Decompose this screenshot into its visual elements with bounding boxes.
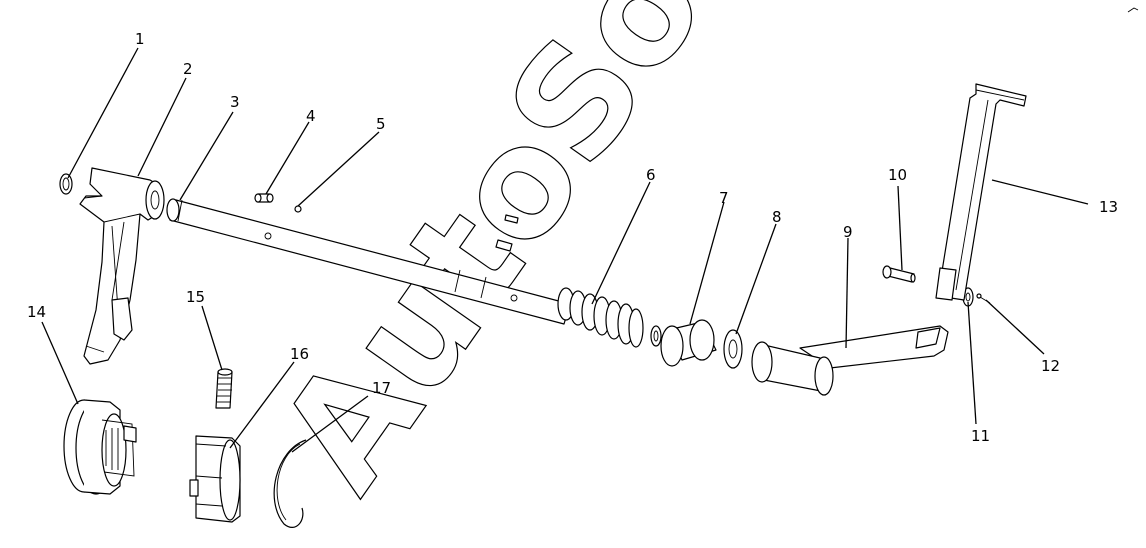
part-14-gear-hub: [63, 399, 137, 495]
small-ring: [650, 325, 662, 347]
callout-2: 2: [183, 60, 193, 78]
callout-14: 14: [27, 303, 46, 321]
callout-11: 11: [971, 427, 990, 445]
callout-7: 7: [719, 189, 729, 207]
leader-lines: [41, 47, 1089, 453]
callout-labels: 1 2 3 4 5 6 7 8 9 10 11 12 13 14 15 16 1…: [27, 30, 1118, 445]
part-16-synchro-sleeve: [189, 435, 241, 523]
callout-1: 1: [135, 30, 145, 48]
small-pins: [495, 214, 519, 252]
callout-3: 3: [230, 93, 240, 111]
part-3-shaft: [166, 198, 571, 325]
part-2-shift-fork: [79, 167, 165, 365]
part-5-ball: [294, 205, 302, 213]
callout-16: 16: [290, 345, 309, 363]
callout-17: 17: [372, 379, 391, 397]
callout-8: 8: [772, 208, 782, 226]
callout-9: 9: [843, 223, 853, 241]
callout-12: 12: [1041, 357, 1060, 375]
callout-4: 4: [306, 107, 316, 125]
callout-13: 13: [1099, 198, 1118, 216]
part-15-set-screw: [215, 368, 233, 409]
part-7-bushing: [660, 319, 717, 367]
corner-mark-icon: [1127, 7, 1139, 13]
part-1-washer: [59, 173, 73, 195]
callout-15: 15: [186, 288, 205, 306]
part-10-clevis-pin: [882, 265, 916, 283]
part-13-pedal-arm: [935, 83, 1027, 301]
callout-6: 6: [646, 166, 656, 184]
callout-10: 10: [888, 166, 907, 184]
part-6-spring: [557, 287, 644, 348]
part-8-washer: [723, 329, 743, 369]
part-4-pin: [254, 193, 274, 203]
callout-5: 5: [376, 115, 386, 133]
part-9-lever: [751, 325, 949, 396]
part-17-snap-ring: [273, 439, 307, 528]
